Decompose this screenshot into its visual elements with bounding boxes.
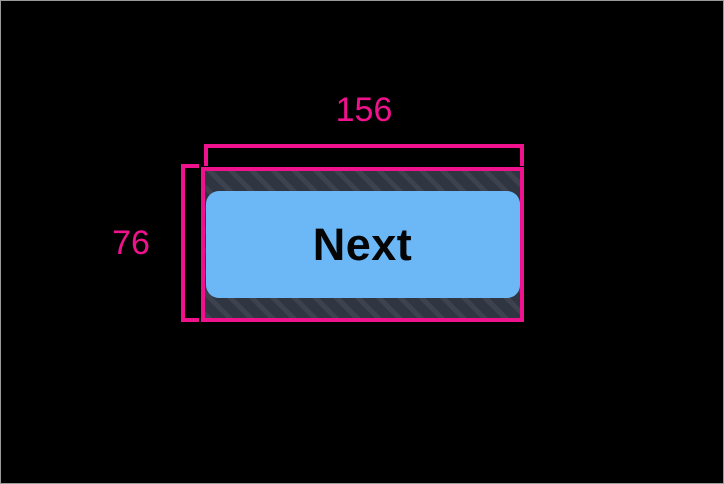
next-button[interactable]: Next — [205, 191, 520, 298]
width-dimension-label: 156 — [335, 91, 393, 129]
height-dimension-bracket — [181, 164, 199, 322]
height-dimension-label: 76 — [112, 224, 150, 262]
element-highlight-frame: Next — [201, 167, 524, 322]
width-dimension-bracket — [204, 144, 524, 166]
